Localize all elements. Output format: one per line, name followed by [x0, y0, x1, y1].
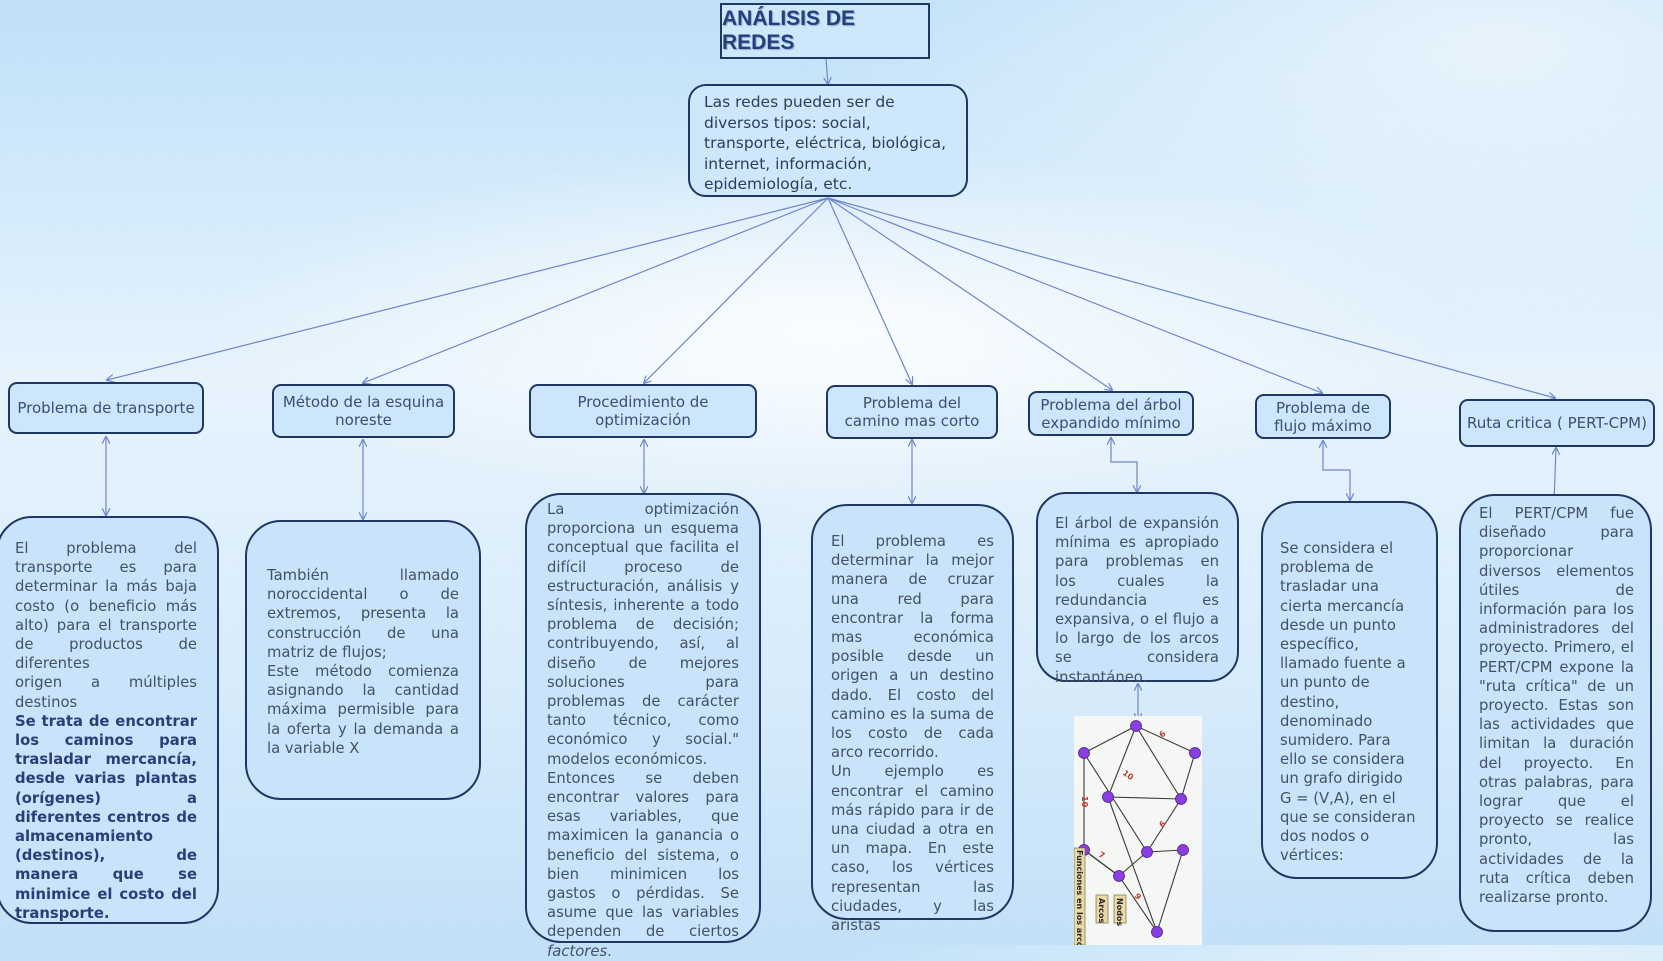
node-esquina-noreste: Método de la esquina noreste	[272, 384, 455, 438]
graph-weight: 10	[1080, 796, 1089, 808]
graph-node	[1151, 926, 1163, 938]
diagram-title: ANÁLISIS DE REDES	[720, 3, 930, 59]
graph-node	[1177, 844, 1189, 856]
desc-esquina-p1: También llamado noroccidental o de extre…	[267, 567, 459, 661]
graph-example-drawing: 6 10 10 6 7 9 Funciones en los arcos Arc…	[1073, 720, 1201, 952]
graph-weight: 9	[1132, 892, 1143, 902]
node-ruta-critica: Ruta critica ( PERT-CPM)	[1459, 399, 1655, 447]
desc-camino-p2: Un ejemplo es encontrar el camino más rá…	[831, 763, 994, 935]
desc-flujo: Se considera el problema de trasladar un…	[1261, 501, 1438, 879]
graph-node	[1141, 846, 1153, 858]
intro-box: Las redes pueden ser de diversos tipos: …	[688, 84, 968, 197]
graph-node	[1113, 870, 1125, 882]
node-optimizacion: Procedimiento de optimización	[529, 384, 757, 438]
desc-transporte-p1: El problema del transporte es para deter…	[15, 540, 197, 673]
graph-node	[1130, 720, 1142, 732]
node-camino-corto: Problema del camino mas corto	[826, 385, 998, 439]
graph-label-arcos: Arcos	[1097, 898, 1106, 923]
desc-transporte: El problema del transporte es para deter…	[0, 516, 219, 924]
graph-node	[1175, 793, 1187, 805]
node-problema-transporte: Problema de transporte	[8, 382, 204, 434]
graph-node	[1078, 747, 1090, 759]
desc-optimizacion-p2: Entonces se deben encontrar valores para…	[547, 769, 739, 961]
desc-optimizacion-p2-end: .	[607, 942, 612, 960]
desc-optimizacion: La optimización proporciona un esquema c…	[525, 493, 761, 960]
desc-pert: El PERT/CPM fue diseñado para proporcion…	[1459, 494, 1652, 932]
desc-flujo-p1: Se considera el problema de trasladar un…	[1280, 540, 1416, 865]
graph-weight: 7	[1097, 850, 1106, 861]
desc-arbol-p1: El árbol de expansión mínima es apropiad…	[1055, 515, 1219, 686]
desc-camino-p1: El problema es determinar la mejor maner…	[831, 533, 994, 762]
desc-optimizacion-p2-italic: factores	[547, 942, 608, 960]
graph-weight: 6	[1158, 819, 1168, 830]
desc-transporte-p2: origen a múltiples destinos	[15, 674, 197, 711]
desc-pert-p1: El PERT/CPM fue diseñado para proporcion…	[1479, 505, 1634, 907]
desc-esquina-p2: Este método comienza asignando la cantid…	[267, 663, 459, 757]
graph-node	[1189, 747, 1201, 759]
node-flujo-maximo: Problema de flujo máximo	[1255, 394, 1391, 439]
graph-weight: 6	[1158, 729, 1168, 740]
desc-esquina: También llamado noroccidental o de extre…	[245, 520, 481, 800]
desc-optimizacion-p1: La optimización proporciona un esquema c…	[547, 501, 739, 768]
desc-transporte-p3: Se trata de encontrar los caminos para t…	[15, 712, 197, 922]
graph-node	[1102, 791, 1114, 803]
graph-label-funciones: Funciones en los arcos	[1075, 850, 1084, 945]
desc-optimizacion-p2-text: Entonces se deben encontrar valores para…	[547, 769, 739, 941]
desc-arbol: El árbol de expansión mínima es apropiad…	[1036, 492, 1239, 686]
node-arbol-expandido: Problema del árbol expandido mínimo	[1028, 391, 1194, 436]
desc-camino: El problema es determinar la mejor maner…	[811, 504, 1014, 934]
graph-example-image: 6 10 10 6 7 9 Funciones en los arcos Arc…	[1073, 716, 1202, 952]
graph-label-nodos: Nodos	[1115, 898, 1124, 926]
graph-weight: 10	[1121, 768, 1136, 782]
